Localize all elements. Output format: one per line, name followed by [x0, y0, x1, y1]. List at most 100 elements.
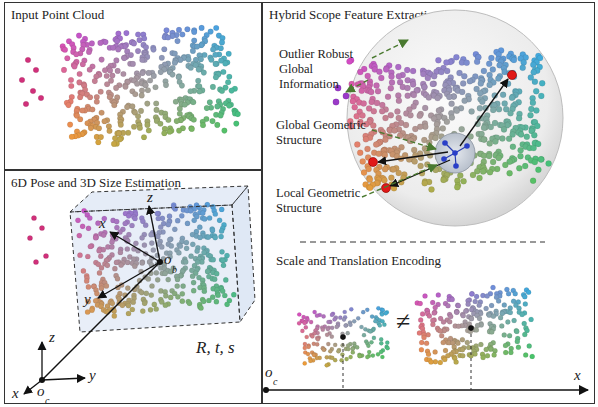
point: [99, 301, 104, 306]
point: [104, 73, 110, 79]
point: [210, 47, 216, 53]
point: [412, 158, 418, 164]
point: [81, 82, 87, 88]
point: [203, 249, 208, 254]
axis-z: [149, 206, 160, 262]
point: [124, 49, 130, 55]
point: [200, 41, 206, 47]
point: [385, 345, 389, 349]
point: [117, 137, 123, 143]
point: [318, 313, 322, 317]
point: [19, 77, 25, 83]
point: [321, 328, 325, 332]
point: [516, 345, 521, 350]
point: [455, 340, 460, 345]
point: [198, 254, 203, 259]
point: [436, 108, 442, 114]
origin-subscript: c: [273, 374, 277, 389]
point: [110, 98, 116, 104]
point: [472, 327, 477, 332]
point: [472, 347, 477, 352]
point: [232, 111, 238, 117]
point: [149, 283, 154, 288]
point: [80, 62, 86, 68]
point: [385, 341, 389, 345]
point: [168, 236, 173, 241]
point: [490, 79, 496, 85]
point: [438, 360, 443, 365]
point: [388, 85, 394, 91]
point: [313, 329, 317, 333]
point: [117, 301, 122, 306]
point: [414, 88, 420, 94]
point: [381, 348, 385, 352]
point: [464, 146, 470, 152]
point: [508, 51, 514, 57]
point: [449, 101, 455, 107]
point: [68, 99, 74, 105]
point: [99, 302, 104, 307]
point: [151, 73, 157, 79]
point: [116, 259, 121, 264]
point: [164, 66, 170, 72]
point: [167, 69, 173, 75]
point: [363, 182, 369, 188]
point: [385, 310, 389, 314]
point: [455, 182, 461, 188]
point: [213, 52, 219, 58]
point: [218, 286, 223, 291]
point: [444, 165, 450, 171]
point: [97, 270, 102, 275]
point: [131, 124, 137, 130]
point: [89, 243, 94, 248]
point: [181, 55, 187, 61]
point: [444, 68, 450, 74]
point: [326, 320, 330, 324]
point: [356, 100, 362, 106]
point: [458, 347, 463, 352]
point: [546, 161, 552, 167]
point: [163, 114, 169, 120]
point: [96, 140, 102, 146]
point: [214, 284, 219, 289]
point: [139, 78, 145, 84]
point: [191, 88, 197, 94]
point: [145, 122, 151, 128]
point: [326, 362, 330, 366]
point: [511, 57, 517, 63]
point: [79, 90, 85, 96]
point: [144, 291, 149, 296]
point: [126, 298, 131, 303]
point: [109, 252, 114, 257]
point: [520, 65, 526, 71]
point: [167, 126, 173, 132]
point: [25, 57, 31, 63]
point: [447, 319, 452, 324]
point: [506, 70, 512, 76]
point: [305, 316, 309, 320]
point: [204, 234, 209, 239]
point: [172, 60, 178, 66]
point: [141, 36, 147, 42]
point: [146, 128, 152, 134]
point: [201, 207, 206, 212]
point: [479, 323, 484, 328]
point: [197, 205, 202, 210]
point: [517, 310, 522, 315]
point: [223, 101, 229, 107]
point: [422, 180, 428, 186]
point: [482, 88, 488, 94]
point: [436, 302, 441, 307]
point: [502, 303, 507, 308]
point: [88, 119, 94, 125]
point: [469, 291, 474, 296]
point: [77, 95, 83, 101]
point: [484, 120, 490, 126]
point: [159, 299, 164, 304]
point: [108, 63, 114, 69]
point: [441, 176, 447, 182]
point: [454, 184, 460, 190]
point: [444, 172, 450, 178]
point: [437, 93, 443, 99]
point: [344, 324, 348, 328]
